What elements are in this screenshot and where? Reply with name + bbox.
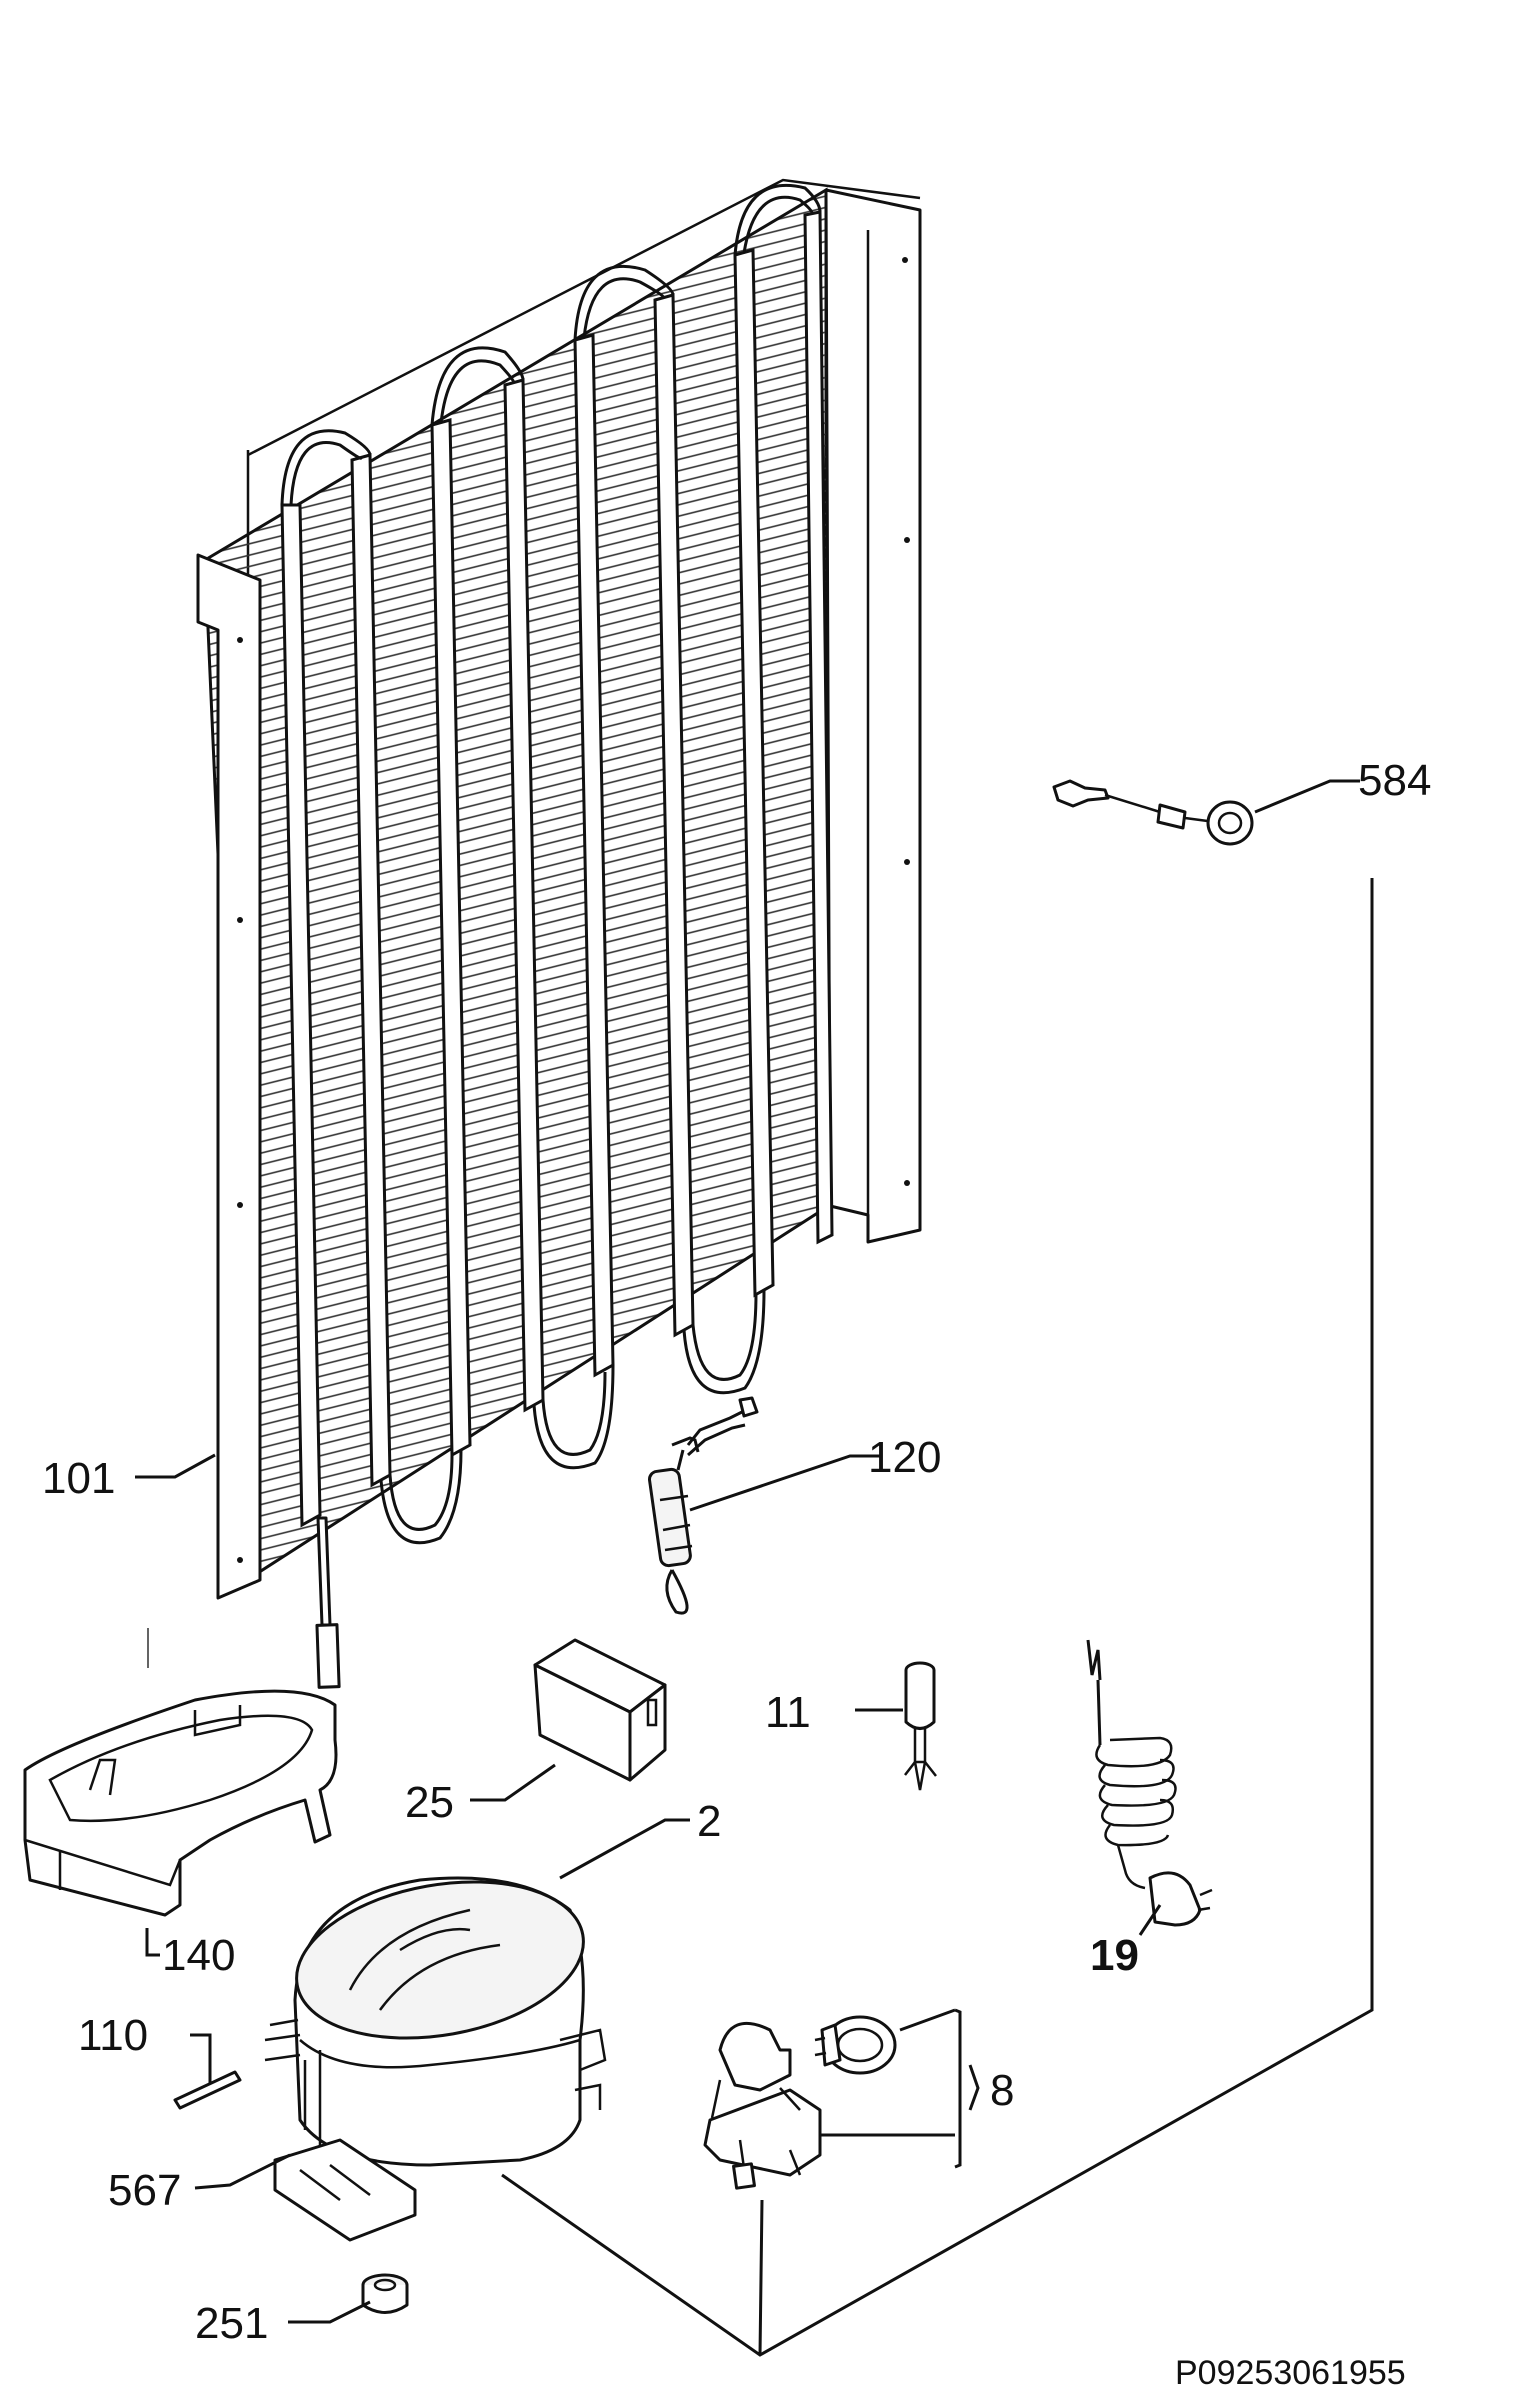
callout-11: 11 <box>765 1688 811 1737</box>
part-8-relay-set: 8 <box>703 2008 1014 2190</box>
callout-2: 2 <box>697 1797 721 1846</box>
part-11-component: 11 <box>765 1661 937 1791</box>
callout-567: 567 <box>108 2166 181 2215</box>
condenser-assembly: 101 <box>42 178 922 1689</box>
part-584-sensor: 584 <box>1052 756 1431 846</box>
part-110-pin: 110 <box>78 2011 242 2110</box>
diagram-code: P09253061955 <box>1175 2354 1406 2392</box>
part-2-compressor: 2 <box>264 1797 721 2242</box>
part-251-grommet: 251 <box>195 2273 409 2348</box>
callout-251: 251 <box>195 2299 268 2348</box>
part-19-power-cord: 19 <box>1086 1639 1213 1980</box>
part-140-tray: 140 <box>23 1689 338 1980</box>
callout-25: 25 <box>405 1778 454 1827</box>
callout-101: 101 <box>42 1454 115 1503</box>
callout-8: 8 <box>990 2066 1014 2115</box>
callout-140: 140 <box>162 1931 235 1980</box>
callout-120: 120 <box>868 1433 941 1482</box>
callout-584: 584 <box>1358 756 1431 805</box>
callout-19: 19 <box>1090 1931 1139 1980</box>
part-567-bracket: 567 <box>108 2153 291 2215</box>
callout-110: 110 <box>78 2011 148 2060</box>
frame-outline <box>501 878 1374 2357</box>
part-120-filter: 120 <box>648 1396 941 1615</box>
part-25-box: 25 <box>405 1638 667 1827</box>
